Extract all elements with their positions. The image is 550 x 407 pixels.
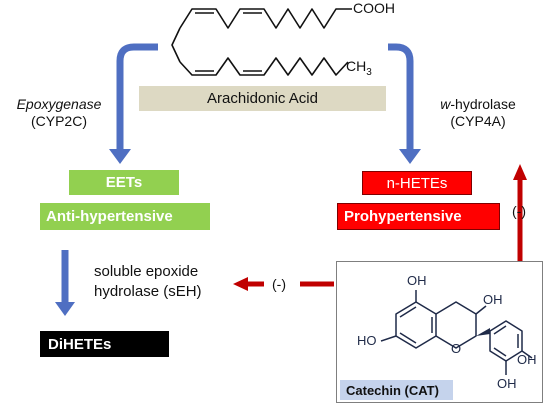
prohypertensive-box: Prohypertensive [337,203,500,230]
epoxygenase-name: Epoxygenase [16,96,102,112]
inhibit-vertical-arrow [513,164,527,262]
n-hetes-box: n-HETEs [362,171,472,195]
n-hetes-label: n-HETEs [386,174,448,192]
inhibit-vertical-label: (-) [512,203,526,219]
dihetes-box: DiHETEs [40,331,169,357]
wedge-bond-icon [476,328,490,336]
fatty-acid-skeleton-icon [171,8,352,76]
arachidonic-acid-bar: Arachidonic Acid [139,86,386,111]
eets-label: EETs [105,174,143,191]
ring-o: O [451,341,462,356]
anti-hypertensive-box: Anti-hypertensive [40,203,210,230]
seh-arrow [55,250,75,316]
catechin-label: Catechin (CAT) [346,382,439,398]
catechin-panel: OH OH HO O OH OH Catechin (CAT) [336,261,543,403]
hydrolase-name-row: w-hydrolase [422,96,534,113]
oh-top: OH [407,273,427,288]
epoxygenase-label: Epoxygenase (CYP2C) [3,96,115,130]
ch3-main: CH [346,58,367,74]
epoxygenase-enzyme: (CYP2C) [30,113,87,129]
catechin-label-box: Catechin (CAT) [340,380,453,400]
arachidonic-acid-structure: COOH CH3 [160,0,395,82]
ch3-label: CH3 [346,58,372,78]
hydrolase-name: -hydrolase [450,96,516,112]
oh-c3: OH [483,292,503,307]
hydrolase-arrow [388,43,421,164]
prohypertensive-label: Prohypertensive [344,208,462,225]
anti-hypertensive-label: Anti-hypertensive [46,208,173,225]
inhibit-horizontal-arrow [233,277,334,291]
hydrolase-enzyme: (CYP4A) [450,113,506,129]
catechin-structure-icon [380,290,533,375]
dihetes-label: DiHETEs [48,335,112,353]
hydrolase-label: w-hydrolase (CYP4A) [422,96,534,130]
ch3-subscript: 3 [366,66,372,78]
oh-ring-b-right: OH [517,352,537,367]
arachidonic-acid-label: Arachidonic Acid [207,90,318,107]
eets-box: EETs [69,170,179,195]
seh-line2: hydrolase (sEH) [94,283,202,300]
seh-label: soluble epoxide hydrolase (sEH) [94,262,202,302]
epoxygenase-arrow [109,43,158,164]
seh-line1: soluble epoxide [94,263,199,280]
hydrolase-prefix: w [440,96,451,112]
cooh-label: COOH [353,0,395,16]
oh-ring-b-bottom: OH [497,376,517,391]
ho-left: HO [357,333,377,348]
inhibit-horizontal-label: (-) [272,276,286,292]
